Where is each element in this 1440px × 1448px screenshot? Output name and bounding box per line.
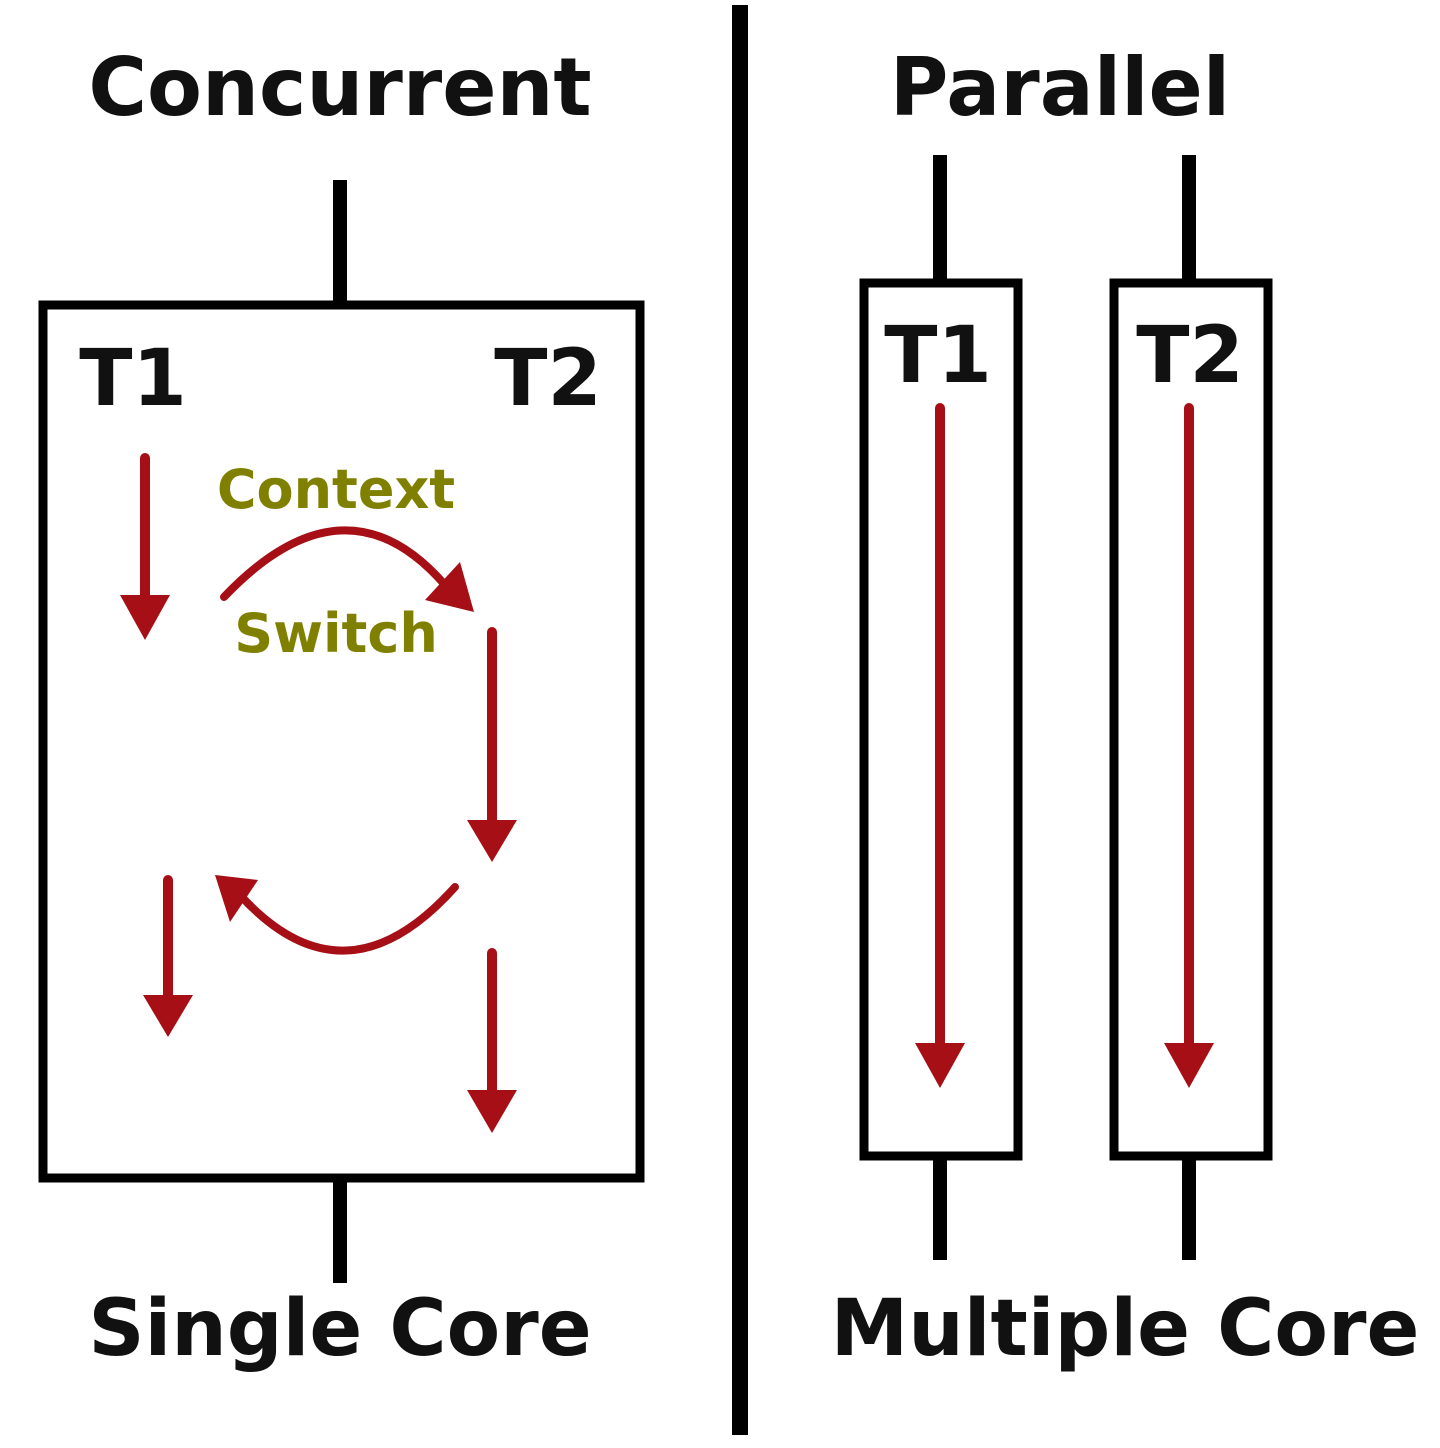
context-switch-arc-to-t2 bbox=[220, 526, 449, 601]
switch-label: Switch bbox=[234, 602, 438, 665]
parallel-thread-t2-label: T2 bbox=[1136, 311, 1243, 401]
context-switch-arrowhead-to-t2 bbox=[425, 562, 474, 612]
parallel-thread-t1-label: T1 bbox=[884, 311, 991, 401]
context-switch-arc-to-t1 bbox=[236, 883, 459, 955]
parallel-t1-arrowhead bbox=[915, 1043, 965, 1088]
concurrent-title: Concurrent bbox=[88, 41, 591, 134]
concurrent-thread-t2-label: T2 bbox=[494, 334, 601, 424]
t2-execution-arrowhead-1 bbox=[467, 820, 517, 862]
concurrent-thread-t1-label: T1 bbox=[79, 334, 186, 424]
context-switch-arrowhead-to-t1 bbox=[215, 875, 258, 922]
single-core-label: Single Core bbox=[88, 1284, 591, 1374]
t1-execution-arrowhead-2 bbox=[143, 995, 193, 1037]
parallel-title: Parallel bbox=[890, 41, 1230, 134]
t2-execution-arrowhead-2 bbox=[467, 1090, 517, 1133]
multiple-core-label: Multiple Core bbox=[831, 1284, 1420, 1374]
parallel-t2-arrowhead bbox=[1164, 1043, 1214, 1088]
single-core-box bbox=[38, 300, 645, 1183]
context-label: Context bbox=[217, 458, 455, 521]
t1-execution-arrowhead-1 bbox=[120, 595, 170, 640]
